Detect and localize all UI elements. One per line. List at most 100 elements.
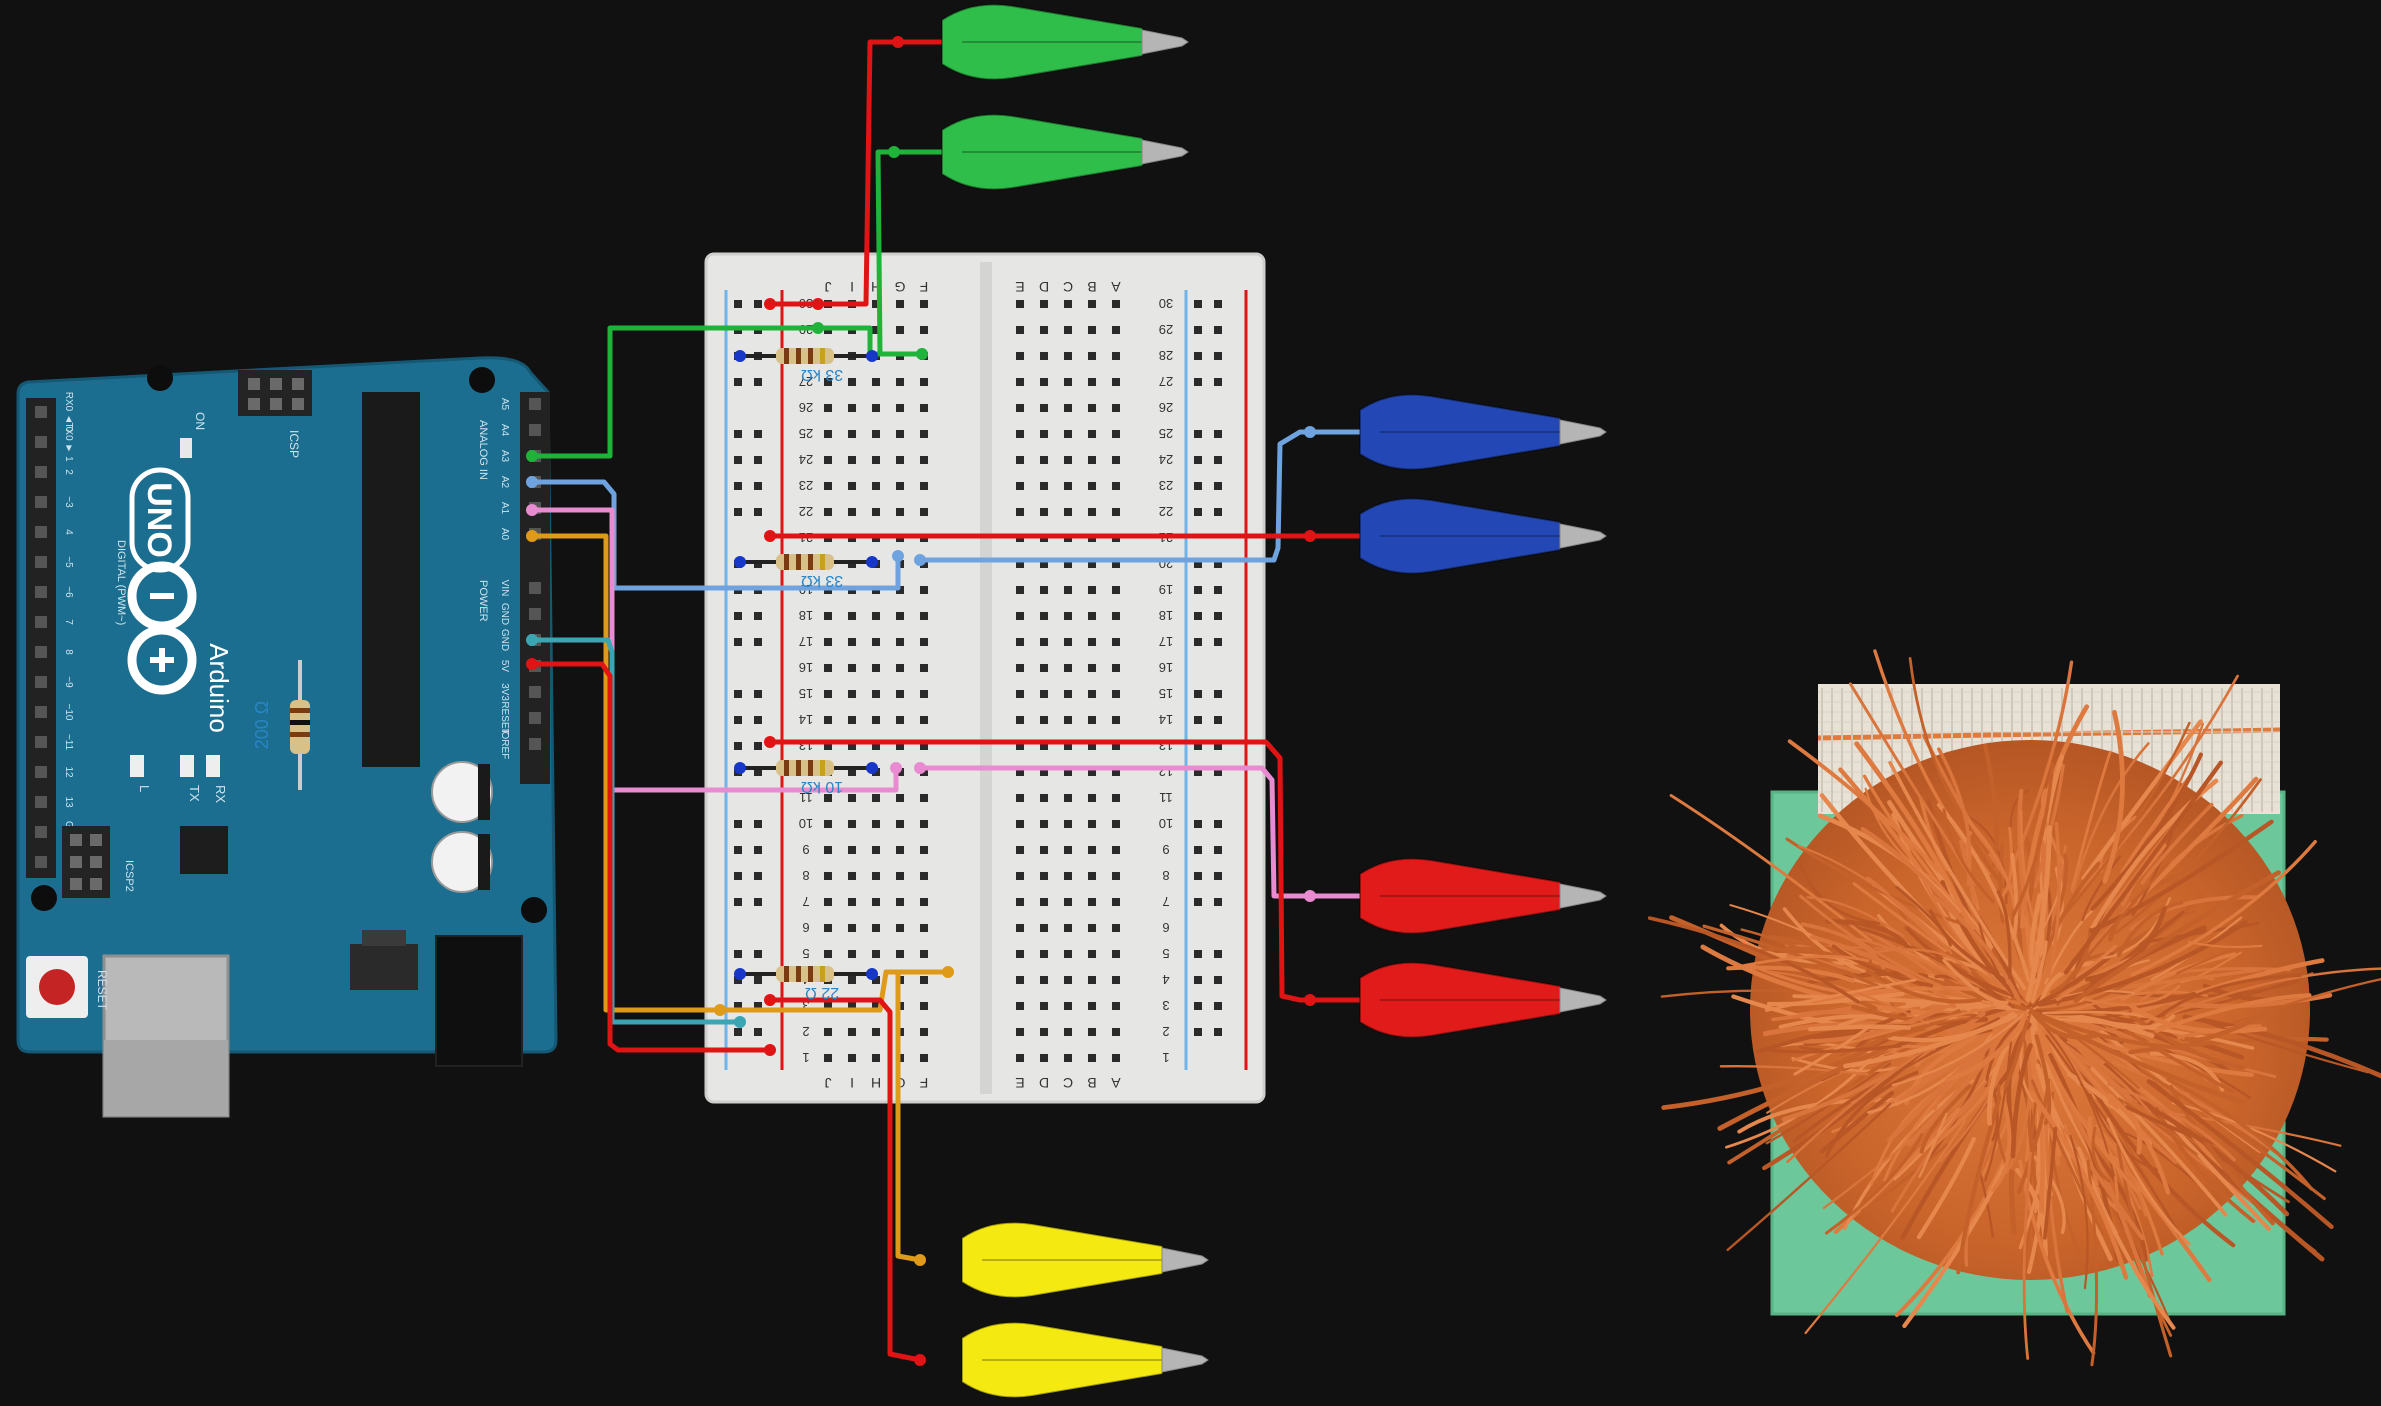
breadboard-hole[interactable]: [848, 794, 856, 802]
breadboard-hole[interactable]: [848, 404, 856, 412]
rail-hole[interactable]: [754, 638, 762, 646]
breadboard-hole[interactable]: [1088, 976, 1096, 984]
breadboard-hole[interactable]: [1016, 742, 1024, 750]
breadboard-hole[interactable]: [1112, 612, 1120, 620]
breadboard-hole[interactable]: [848, 976, 856, 984]
rail-hole[interactable]: [1214, 300, 1222, 308]
breadboard-hole[interactable]: [1064, 560, 1072, 568]
breadboard-hole[interactable]: [1112, 690, 1120, 698]
breadboard-hole[interactable]: [896, 690, 904, 698]
rail-hole[interactable]: [734, 1028, 742, 1036]
breadboard-hole[interactable]: [1064, 794, 1072, 802]
breadboard-hole[interactable]: [1064, 820, 1072, 828]
rail-hole[interactable]: [1194, 846, 1202, 854]
breadboard-hole[interactable]: [1040, 716, 1048, 724]
rail-hole[interactable]: [1194, 820, 1202, 828]
power-pin[interactable]: [529, 686, 541, 698]
breadboard-hole[interactable]: [872, 820, 880, 828]
breadboard-hole[interactable]: [1040, 326, 1048, 334]
breadboard-hole[interactable]: [1064, 768, 1072, 776]
breadboard-hole[interactable]: [872, 1054, 880, 1062]
breadboard-hole[interactable]: [896, 456, 904, 464]
breadboard-hole[interactable]: [1112, 482, 1120, 490]
breadboard-hole[interactable]: [1016, 1028, 1024, 1036]
breadboard-hole[interactable]: [1040, 846, 1048, 854]
breadboard-hole[interactable]: [824, 482, 832, 490]
breadboard-hole[interactable]: [1064, 976, 1072, 984]
breadboard-hole[interactable]: [1112, 950, 1120, 958]
alligator-clip-blue[interactable]: [1359, 497, 1607, 575]
breadboard-hole[interactable]: [1064, 1002, 1072, 1010]
rail-hole[interactable]: [734, 482, 742, 490]
rail-hole[interactable]: [734, 508, 742, 516]
breadboard-hole[interactable]: [872, 976, 880, 984]
rail-hole[interactable]: [1214, 352, 1222, 360]
breadboard-hole[interactable]: [896, 794, 904, 802]
breadboard-hole[interactable]: [872, 612, 880, 620]
breadboard-hole[interactable]: [1064, 326, 1072, 334]
breadboard-hole[interactable]: [920, 456, 928, 464]
breadboard-hole[interactable]: [896, 924, 904, 932]
breadboard-hole[interactable]: [1112, 846, 1120, 854]
breadboard-hole[interactable]: [824, 664, 832, 672]
breadboard-hole[interactable]: [848, 482, 856, 490]
breadboard-hole[interactable]: [1064, 404, 1072, 412]
rail-hole[interactable]: [734, 820, 742, 828]
breadboard-hole[interactable]: [1016, 950, 1024, 958]
header-pin[interactable]: [35, 556, 47, 568]
breadboard-hole[interactable]: [1040, 950, 1048, 958]
header-pin[interactable]: [35, 466, 47, 478]
breadboard-hole[interactable]: [1040, 924, 1048, 932]
rail-hole[interactable]: [1214, 612, 1222, 620]
breadboard-hole[interactable]: [920, 898, 928, 906]
breadboard-hole[interactable]: [872, 716, 880, 724]
breadboard-hole[interactable]: [848, 716, 856, 724]
breadboard-hole[interactable]: [824, 716, 832, 724]
breadboard-hole[interactable]: [1064, 482, 1072, 490]
breadboard-hole[interactable]: [1016, 976, 1024, 984]
breadboard-hole[interactable]: [1064, 612, 1072, 620]
breadboard-hole[interactable]: [1064, 924, 1072, 932]
breadboard-hole[interactable]: [848, 742, 856, 750]
breadboard-hole[interactable]: [1112, 586, 1120, 594]
breadboard-hole[interactable]: [824, 430, 832, 438]
rail-hole[interactable]: [1214, 716, 1222, 724]
breadboard-hole[interactable]: [896, 664, 904, 672]
breadboard-hole[interactable]: [872, 898, 880, 906]
breadboard-hole[interactable]: [896, 638, 904, 646]
breadboard-hole[interactable]: [824, 924, 832, 932]
breadboard-hole[interactable]: [848, 690, 856, 698]
power-pin[interactable]: [529, 738, 541, 750]
breadboard-hole[interactable]: [896, 482, 904, 490]
breadboard-hole[interactable]: [1088, 1054, 1096, 1062]
breadboard-hole[interactable]: [1016, 898, 1024, 906]
header-pin[interactable]: [35, 436, 47, 448]
breadboard-hole[interactable]: [1088, 846, 1096, 854]
rail-hole[interactable]: [1194, 612, 1202, 620]
rail-hole[interactable]: [1194, 378, 1202, 386]
breadboard-hole[interactable]: [1040, 352, 1048, 360]
rail-hole[interactable]: [1214, 326, 1222, 334]
breadboard-hole[interactable]: [1016, 1054, 1024, 1062]
breadboard-hole[interactable]: [872, 404, 880, 412]
rail-hole[interactable]: [1194, 1002, 1202, 1010]
breadboard-hole[interactable]: [1112, 768, 1120, 776]
breadboard-hole[interactable]: [824, 846, 832, 854]
rail-hole[interactable]: [1214, 690, 1222, 698]
breadboard-hole[interactable]: [920, 326, 928, 334]
breadboard-hole[interactable]: [872, 482, 880, 490]
breadboard-hole[interactable]: [896, 378, 904, 386]
breadboard-hole[interactable]: [896, 612, 904, 620]
breadboard-hole[interactable]: [1064, 1054, 1072, 1062]
breadboard-hole[interactable]: [824, 638, 832, 646]
breadboard-hole[interactable]: [1064, 352, 1072, 360]
breadboard-hole[interactable]: [1040, 430, 1048, 438]
breadboard-hole[interactable]: [848, 456, 856, 464]
alligator-clip-red[interactable]: [1359, 857, 1607, 935]
breadboard-hole[interactable]: [848, 846, 856, 854]
rail-hole[interactable]: [1194, 482, 1202, 490]
power-pin[interactable]: [529, 712, 541, 724]
rail-hole[interactable]: [1214, 768, 1222, 776]
breadboard-hole[interactable]: [824, 820, 832, 828]
breadboard-hole[interactable]: [1040, 1054, 1048, 1062]
